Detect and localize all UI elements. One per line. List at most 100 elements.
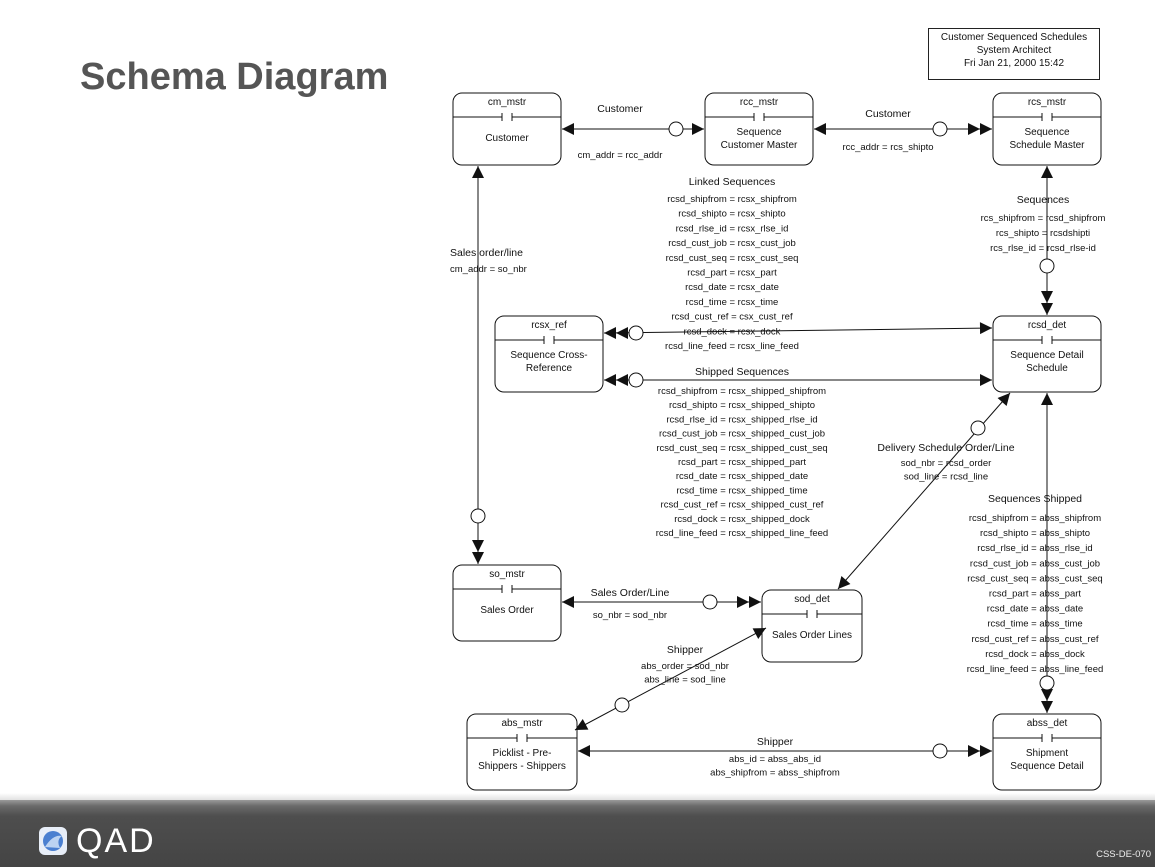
footer-bar: [0, 800, 1155, 867]
relation-attr-seq_shipped: rcsd_date = abss_date: [987, 604, 1083, 615]
entity-box-abs_mstr: [466, 713, 578, 791]
arrowhead: [616, 327, 628, 339]
entity-name-abss_det: Shipment: [1026, 748, 1068, 759]
entity-code-cm_mstr: cm_mstr: [488, 97, 527, 108]
arrowhead: [1041, 689, 1053, 701]
relation-attr-linked: rcsd_date = rcsx_date: [685, 282, 779, 293]
entity-name-abss_det: Sequence Detail: [1010, 761, 1083, 772]
diagram-info-box: Customer Sequenced Schedules System Arch…: [928, 28, 1100, 80]
diagram-info-title: Customer Sequenced Schedules: [940, 32, 1088, 43]
relation-attr-so_sod: so_nbr = sod_nbr: [593, 610, 667, 621]
relation-attr-shipped: rcsd_line_feed = rcsx_shipped_line_feed: [656, 528, 828, 539]
entity-name-abs_mstr: Shippers - Shippers: [478, 761, 566, 772]
diagram-info-tool: System Architect: [976, 45, 1052, 56]
arrowhead: [838, 576, 851, 589]
entity-name-cm_mstr: Customer: [485, 133, 529, 144]
relation-attr-linked: rcsd_dock = rcsx_dock: [684, 326, 781, 337]
relation-attr-delivery: sod_line = rcsd_line: [904, 472, 988, 483]
arrowhead: [749, 596, 761, 608]
entity-code-rcc_mstr: rcc_mstr: [740, 97, 779, 108]
entity-name-rcsx_ref: Sequence Cross-: [510, 350, 587, 361]
relation-attr-cm_rcc: cm_addr = rcc_addr: [578, 150, 663, 161]
entity-box-rcc_mstr: [704, 92, 814, 166]
arrowhead: [814, 123, 826, 135]
optional-circle: [1039, 675, 1055, 691]
entity-name-rcc_mstr: Customer Master: [721, 140, 798, 151]
arrowhead: [472, 166, 484, 178]
arrowhead: [472, 540, 484, 552]
entity-box-rcsx_ref: [494, 315, 604, 393]
entity-name-rcsx_ref: Reference: [526, 363, 573, 374]
relation-attr-shipped: rcsd_cust_job = rcsx_shipped_cust_job: [659, 429, 825, 440]
entity-name-rcsd_det: Schedule: [1026, 363, 1068, 374]
arrowhead: [980, 374, 992, 386]
relation-title-seq_shipped: Sequences Shipped: [988, 493, 1082, 505]
entity-name-so_mstr: Sales Order: [480, 605, 534, 616]
slide-title: Schema Diagram: [80, 56, 389, 98]
arrowhead: [1041, 166, 1053, 178]
relation-attr-shipped: rcsd_dock = rcsx_shipped_dock: [674, 514, 810, 525]
arrowhead: [616, 374, 628, 386]
qad-logo-icon: [39, 827, 67, 855]
relation-attr-linked: rcsd_part = rcsx_part: [687, 268, 777, 279]
entity-box-so_mstr: [452, 564, 562, 642]
relation-title-shipped: Shipped Sequences: [695, 366, 789, 378]
relation-title-delivery: Delivery Schedule Order/Line: [877, 442, 1014, 454]
relation-attr-delivery: sod_nbr = rcsd_order: [901, 458, 992, 469]
relation-attr-seq_shipped: rcsd_time = abss_time: [987, 619, 1082, 630]
optional-circle: [668, 121, 684, 137]
relation-title-so_sod: Sales Order/Line: [591, 587, 670, 599]
entity-name-abs_mstr: Picklist - Pre-: [493, 748, 552, 759]
relation-attr-shipped: rcsd_shipto = rcsx_shipped_shipto: [669, 400, 815, 411]
relation-attr-shipper_abss: abs_id = abss_abs_id: [729, 754, 821, 765]
optional-circle: [932, 121, 948, 137]
relation-attr-linked: rcsd_line_feed = rcsx_line_feed: [665, 341, 799, 352]
optional-circle: [702, 594, 718, 610]
optional-circle: [932, 743, 948, 759]
relation-attr-shipper_sod: abs_line = sod_line: [644, 675, 726, 686]
relation-attr-shipped: rcsd_cust_seq = rcsx_shipped_cust_seq: [656, 443, 827, 454]
relation-attr-linked: rcsd_time = rcsx_time: [686, 297, 779, 308]
entity-box-rcs_mstr: [992, 92, 1102, 166]
arrowhead: [472, 552, 484, 564]
entity-code-abs_mstr: abs_mstr: [501, 718, 543, 729]
arrowhead: [980, 123, 992, 135]
diagram-info-date: Fri Jan 21, 2000 15:42: [963, 58, 1065, 69]
relation-attr-shipper_abss: abs_shipfrom = abss_shipfrom: [710, 768, 840, 779]
entity-code-rcs_mstr: rcs_mstr: [1028, 97, 1067, 108]
arrowhead: [1041, 701, 1053, 713]
entity-code-rcsd_det: rcsd_det: [1028, 320, 1067, 331]
entity-box-sod_det: [761, 589, 863, 663]
optional-circle: [470, 508, 486, 524]
qad-logo-text: QAD: [76, 821, 156, 860]
entity-code-so_mstr: so_mstr: [489, 569, 525, 580]
relation-attr-seq_shipped: rcsd_shipto = abss_shipto: [980, 528, 1090, 539]
optional-circle: [970, 420, 986, 436]
optional-circle: [614, 697, 630, 713]
relation-attr-seq_shipped: rcsd_cust_ref = abss_cust_ref: [972, 634, 1099, 645]
relation-title-cm_rcc: Customer: [597, 103, 643, 115]
relation-attr-shipped: rcsd_time = rcsx_shipped_time: [676, 485, 807, 496]
entity-code-rcsx_ref: rcsx_ref: [531, 320, 567, 331]
relation-title-rcs_rcsd: Sequences: [1017, 194, 1070, 206]
entity-box-cm_mstr: [452, 92, 562, 166]
relation-attr-seq_shipped: rcsd_line_feed = abss_line_feed: [967, 664, 1104, 675]
relation-title-rcc_rcs: Customer: [865, 108, 911, 120]
relation-attr-linked: rcsd_cust_job = rcsx_cust_job: [668, 238, 796, 249]
relation-attr-linked: rcsd_rlse_id = rcsx_rlse_id: [676, 223, 789, 234]
qad-logo: QAD: [38, 821, 156, 861]
entity-name-rcsd_det: Sequence Detail: [1010, 350, 1083, 361]
entity-name-sod_det: Sales Order Lines: [772, 630, 852, 641]
relation-title-linked: Linked Sequences: [689, 176, 775, 188]
relation-attr-shipped: rcsd_date = rcsx_shipped_date: [676, 471, 808, 482]
arrowhead: [562, 123, 574, 135]
relation-attr-seq_shipped: rcsd_shipfrom = abss_shipfrom: [969, 513, 1101, 524]
relation-attr-seq_shipped: rcsd_part = abss_part: [989, 589, 1082, 600]
entity-name-rcc_mstr: Sequence: [736, 127, 781, 138]
arrowhead: [968, 745, 980, 757]
relation-attr-seq_shipped: rcsd_cust_seq = abss_cust_seq: [967, 573, 1102, 584]
arrowhead: [968, 123, 980, 135]
relation-attr-shipper_sod: abs_order = sod_nbr: [641, 661, 729, 672]
arrowhead: [1041, 393, 1053, 405]
entity-box-abss_det: [992, 713, 1102, 791]
